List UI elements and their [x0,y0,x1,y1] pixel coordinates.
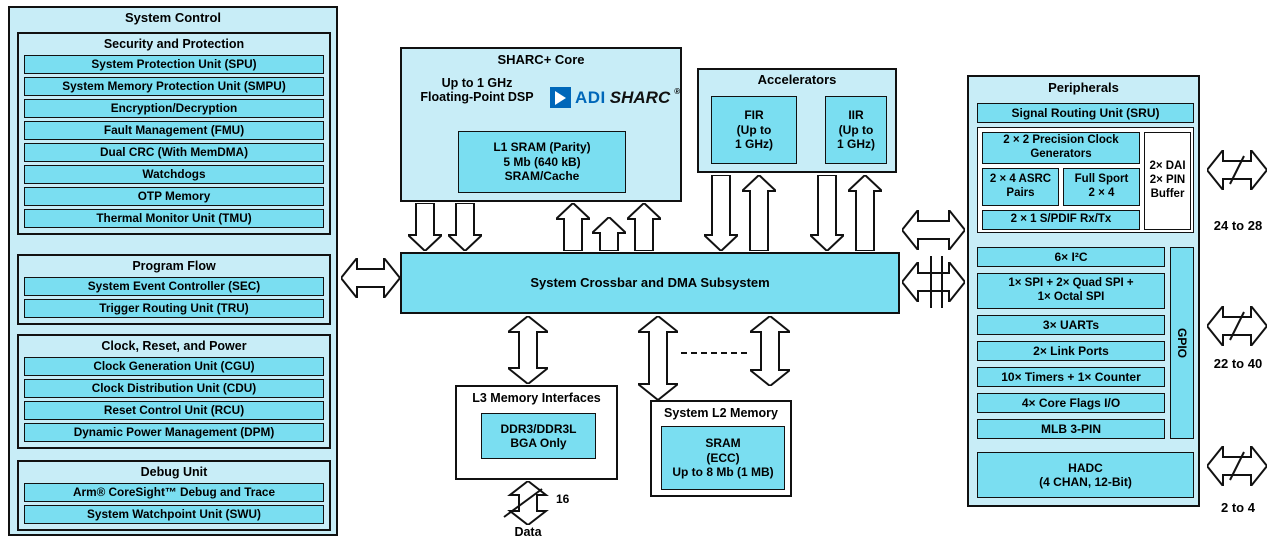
arrow-pins-2 [1207,306,1267,346]
arrow-l3-data-bus [503,481,549,525]
arrow-core-down-1 [408,203,442,251]
i2c-box: 6× I²C [977,247,1165,267]
crossbar-bar: System Crossbar and DMA Subsystem [400,252,900,314]
arrow-core-up-3 [627,203,661,251]
arrow-crossbar-l2-alt [750,316,790,386]
arrow-accel-up-1 [742,175,776,251]
debug-unit-group: Debug Unit Arm® CoreSight™ Debug and Tra… [17,460,331,531]
swu-box: System Watchpoint Unit (SWU) [24,505,324,524]
fmu-box: Fault Management (FMU) [24,121,324,140]
arrow-accel-up-2 [848,175,882,251]
adi-wordmark: ADI [575,87,606,107]
group-title: Security and Protection [103,37,245,51]
sru-spdif-box: 2 × 1 S/PDIF Rx/Tx [982,210,1140,230]
dashed-connector [681,352,747,354]
sru-body: 2 × 2 Precision Clock Generators 2 × 4 A… [977,127,1194,233]
spi-box: 1× SPI + 2× Quad SPI + 1× Octal SPI [977,273,1165,309]
group-title: Program Flow [132,259,216,273]
uarts-box: 3× UARTs [977,315,1165,335]
pin-count-1: 24 to 28 [1213,218,1263,233]
sru-asrc-box: 2 × 4 ASRC Pairs [982,168,1059,206]
arrow-crossbar-l3 [508,316,548,384]
arrow-accel-down-1 [704,175,738,251]
dai-pin-buffer-box: 2× DAI 2× PIN Buffer [1144,132,1191,230]
clock-reset-power-group: Clock, Reset, and Power Clock Generation… [17,334,331,449]
sru-clock-gen-box: 2 × 2 Precision Clock Generators [982,132,1140,164]
arrow-crossbar-peripherals-top [902,210,965,250]
l2-memory-box: System L2 Memory SRAM (ECC) Up to 8 Mb (… [650,400,792,497]
ddr3-box: DDR3/DDR3L BGA Only [481,413,596,459]
l3-memory-box: L3 Memory Interfaces DDR3/DDR3L BGA Only [455,385,618,480]
peripheral-items: 6× I²C 1× SPI + 2× Quad SPI + 1× Octal S… [977,247,1194,441]
watchdogs-box: Watchdogs [24,165,324,184]
l2-memory-title: System L2 Memory [664,406,778,420]
dpm-box: Dynamic Power Management (DPM) [24,423,324,442]
gpio-bar: GPIO [1170,247,1194,439]
peripherals-panel: Peripherals Signal Routing Unit (SRU) 2 … [967,75,1200,507]
adi-triangle-icon [555,90,566,105]
sru-header: Signal Routing Unit (SRU) [977,103,1194,123]
arrow-core-down-2 [448,203,482,251]
l3-memory-title: L3 Memory Interfaces [472,391,601,405]
adi-sharc-logo: ADI SHARC ® [550,87,680,108]
arrow-crossbar-peripherals-bottom [902,262,965,302]
adi-logo-icon [550,87,571,108]
timers-box: 10× Timers + 1× Counter [977,367,1165,387]
sharc-wordmark: SHARC [609,87,671,107]
program-flow-group: Program Flow System Event Controller (SE… [17,254,331,325]
system-control-title: System Control [124,10,222,25]
data-bus-label: Data [514,525,542,539]
arrow-crossbar-l2 [638,316,678,400]
sharc-core-title: SHARC+ Core [497,52,585,67]
accelerators-title: Accelerators [757,72,837,87]
core-subtitle: Up to 1 GHz Floating-Point DSP [420,76,534,105]
coresight-box: Arm® CoreSight™ Debug and Trace [24,483,324,502]
accelerators-box: Accelerators FIR (Up to 1 GHz) IIR (Up t… [697,68,897,173]
group-title: Clock, Reset, and Power [101,339,247,353]
arrow-core-up-1 [556,203,590,251]
sec-box: System Event Controller (SEC) [24,277,324,296]
arrow-syscontrol-crossbar [341,258,400,298]
registered-mark: ® [674,87,681,96]
arrow-pins-3 [1207,446,1267,486]
tru-box: Trigger Routing Unit (TRU) [24,299,324,318]
cdu-box: Clock Distribution Unit (CDU) [24,379,324,398]
fir-box: FIR (Up to 1 GHz) [711,96,797,164]
dual-crc-box: Dual CRC (With MemDMA) [24,143,324,162]
bus-width-label: 16 [556,492,570,506]
spu-box: System Protection Unit (SPU) [24,55,324,74]
arrow-core-up-2 [592,217,626,251]
security-protection-group: Security and Protection System Protectio… [17,32,331,235]
encryption-box: Encryption/Decryption [24,99,324,118]
core-flags-box: 4× Core Flags I/O [977,393,1165,413]
system-control-panel: System Control Security and Protection S… [8,6,338,536]
arrow-accel-down-2 [810,175,844,251]
otp-memory-box: OTP Memory [24,187,324,206]
l1-sram-box: L1 SRAM (Parity) 5 Mb (640 kB) SRAM/Cach… [458,131,626,193]
link-ports-box: 2× Link Ports [977,341,1165,361]
iir-box: IIR (Up to 1 GHz) [825,96,887,164]
tmu-box: Thermal Monitor Unit (TMU) [24,209,324,228]
bus-break-mark [930,256,943,308]
peripherals-title: Peripherals [1048,80,1119,95]
pin-count-2: 22 to 40 [1213,356,1263,371]
arrow-pins-1 [1207,150,1267,190]
smpu-box: System Memory Protection Unit (SMPU) [24,77,324,96]
l2-sram-box: SRAM (ECC) Up to 8 Mb (1 MB) [661,426,785,490]
rcu-box: Reset Control Unit (RCU) [24,401,324,420]
hadc-box: HADC (4 CHAN, 12-Bit) [977,452,1194,498]
mlb-box: MLB 3-PIN [977,419,1165,439]
group-title: Debug Unit [140,465,208,479]
sru-full-sport-box: Full Sport 2 × 4 [1063,168,1140,206]
sharc-core-box: SHARC+ Core Up to 1 GHz Floating-Point D… [400,47,682,202]
cgu-box: Clock Generation Unit (CGU) [24,357,324,376]
pin-count-3: 2 to 4 [1221,500,1255,515]
